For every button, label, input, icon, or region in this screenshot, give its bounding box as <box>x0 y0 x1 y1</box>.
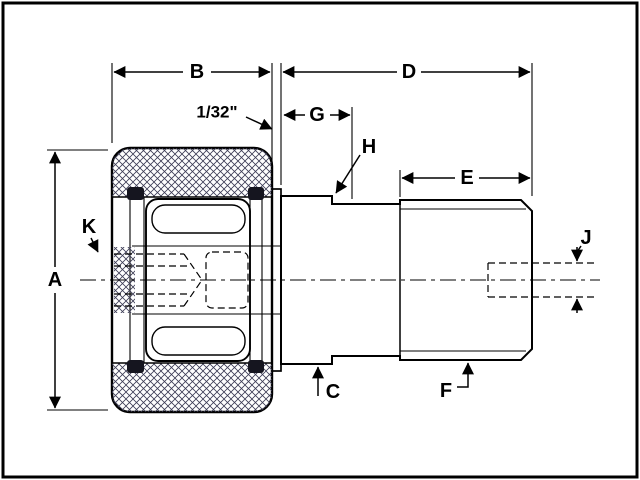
dim-label-g: G <box>309 104 325 126</box>
roller-assembly <box>110 146 281 414</box>
stud <box>271 188 596 372</box>
dimensions: A B D 1/32" G H E J C F K <box>47 61 592 411</box>
socket-projection-hidden-rect <box>205 251 249 309</box>
leader-f <box>457 362 474 388</box>
seal-bottom-left <box>127 360 144 373</box>
seal-bottom-right <box>248 360 264 373</box>
leader-k <box>87 237 99 253</box>
dim-label-j: J <box>580 227 591 249</box>
seal-top-right <box>248 187 264 200</box>
stud-outline <box>280 195 533 365</box>
leader-h <box>335 154 361 194</box>
dim-label-e: E <box>460 167 473 189</box>
seal-top-left <box>127 187 144 200</box>
leader-gap <box>245 116 273 130</box>
dim-label-gap: 1/32" <box>196 103 237 122</box>
dim-label-k: K <box>82 216 97 238</box>
dim-label-b: B <box>190 61 204 83</box>
dim-label-a: A <box>48 269 62 291</box>
dim-label-c: C <box>326 381 340 403</box>
dim-label-f: F <box>440 380 452 402</box>
dim-label-h: H <box>362 136 376 158</box>
hex-socket-hidden-lines <box>114 251 249 309</box>
dim-label-d: D <box>402 61 416 83</box>
needle-roller-top <box>151 204 246 234</box>
needle-roller-bottom <box>151 326 246 356</box>
